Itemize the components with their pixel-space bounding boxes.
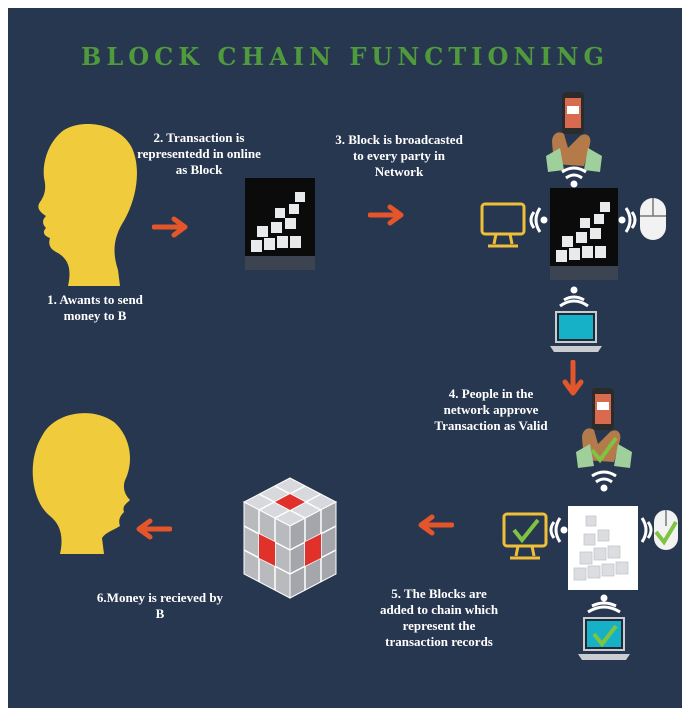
wifi-signal-icon — [529, 207, 548, 233]
step-2-caption: 2. Transaction is representedd in online… — [137, 130, 261, 177]
wifi-signal-icon — [591, 470, 617, 492]
step-5-caption: 5. The Blocks are added to chain which r… — [379, 586, 499, 649]
wifi-signal-icon — [640, 517, 653, 543]
monitor-icon — [480, 202, 526, 248]
block-stack-icon — [568, 506, 638, 590]
wifi-signal-icon — [549, 517, 568, 543]
check-icon — [592, 624, 618, 648]
diagram-canvas: BLOCK CHAIN FUNCTIONING 1. Awants to sen… — [8, 8, 682, 708]
mouse-icon — [654, 510, 678, 550]
step-4-caption: 4. People in the network approve Transac… — [434, 386, 548, 433]
person-a-head-icon — [38, 124, 137, 286]
monitor-icon — [502, 512, 548, 560]
check-icon — [512, 518, 540, 544]
block-stack-icon — [550, 188, 618, 280]
arrow-left-icon — [418, 514, 454, 536]
laptop-icon — [550, 311, 602, 352]
person-b-head-icon — [32, 413, 130, 554]
step-6-caption: 6.Money is recieved by B — [96, 590, 224, 621]
wifi-signal-icon — [618, 207, 637, 233]
diagram-title: BLOCK CHAIN FUNCTIONING — [81, 42, 609, 71]
wifi-signal-icon — [559, 286, 589, 308]
check-icon — [590, 436, 618, 464]
check-icon — [654, 520, 678, 546]
approved-devices-icon — [502, 388, 678, 660]
block-stack-icon — [245, 178, 315, 270]
arrow-left-icon — [136, 518, 172, 540]
step-1-caption: 1. Awants to send money to B — [47, 292, 143, 323]
phone-hand-icon — [576, 388, 632, 468]
step-3-caption: 3. Block is broadcasted to every party i… — [335, 132, 463, 179]
phone-hand-icon — [546, 92, 602, 172]
wifi-signal-icon — [587, 594, 621, 614]
arrow-right-icon — [368, 204, 404, 226]
network-devices-icon — [480, 92, 666, 352]
arrow-down-icon — [562, 360, 584, 396]
wifi-signal-icon — [561, 166, 587, 188]
arrow-right-icon — [152, 216, 188, 238]
laptop-icon — [578, 617, 630, 660]
cube-chain-icon — [242, 477, 338, 599]
mouse-icon — [640, 198, 666, 240]
